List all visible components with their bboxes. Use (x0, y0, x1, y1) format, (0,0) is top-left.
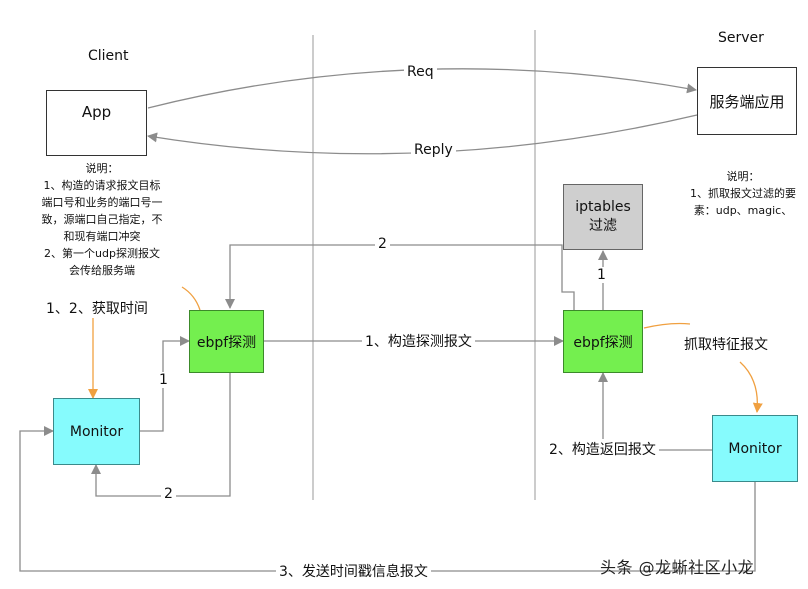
server-to-client-ebpf-arrow (225, 244, 575, 310)
client-note-line: 2、第一个udp探测报文 (44, 247, 160, 260)
client-down-label: 2 (161, 486, 176, 502)
get-time-orange-link (181, 286, 201, 311)
server-ebpf-box: ebpf探测 (563, 310, 643, 373)
client-note-line: 说明： (85, 162, 119, 175)
timestamp-label: 3、发送时间戳信息报文 (276, 561, 431, 581)
client-top-label: 2 (375, 236, 390, 252)
capture-annotation: 抓取特征报文 (684, 337, 768, 353)
client-ebpf-box: ebpf探测 (189, 310, 264, 373)
server-header: Server (718, 30, 764, 46)
reply-build-label: 2、构造返回报文 (546, 439, 659, 459)
client-header: Client (88, 48, 129, 64)
app-box: App (46, 90, 147, 156)
server-note-line: 说明： (726, 170, 760, 183)
client-up-label: 1 (156, 372, 171, 388)
client-note-line: 1、构造的请求报文目标 (43, 179, 161, 192)
server-note: 说明： 1、抓取报文过滤的要 素：udp、magic、 (678, 168, 808, 219)
watermark: 头条 @龙蜥社区小龙 (600, 558, 755, 577)
client-note-line: 致，源端口自己指定，不 (41, 213, 163, 226)
server-monitor-box: Monitor (712, 415, 798, 482)
req-label: Req (404, 64, 437, 80)
capture-orange-link (643, 322, 691, 329)
server-up-label: 1 (594, 267, 609, 283)
client-note-line: 端口号和业务的端口号一 (41, 196, 163, 209)
client-note-line: 会传给服务端 (69, 264, 135, 277)
server-note-line: 素：udp、magic、 (693, 204, 793, 217)
client-note-line: 和现有端口冲突 (63, 230, 141, 243)
client-note: 说明： 1、构造的请求报文目标 端口号和业务的端口号一 致，源端口自己指定，不 … (22, 160, 182, 279)
get-time-annotation: 1、2、获取时间 (46, 301, 148, 317)
server-note-line: 1、抓取报文过滤的要 (690, 187, 796, 200)
capture-orange-arrow (739, 361, 763, 413)
probe-label: 1、构造探测报文 (362, 331, 475, 351)
iptables-box: iptables 过滤 (563, 184, 643, 250)
reply-label: Reply (411, 142, 456, 158)
client-monitor-box: Monitor (53, 398, 140, 465)
server-app-box: 服务端应用 (697, 67, 797, 135)
timestamp-arrow (19, 426, 756, 572)
